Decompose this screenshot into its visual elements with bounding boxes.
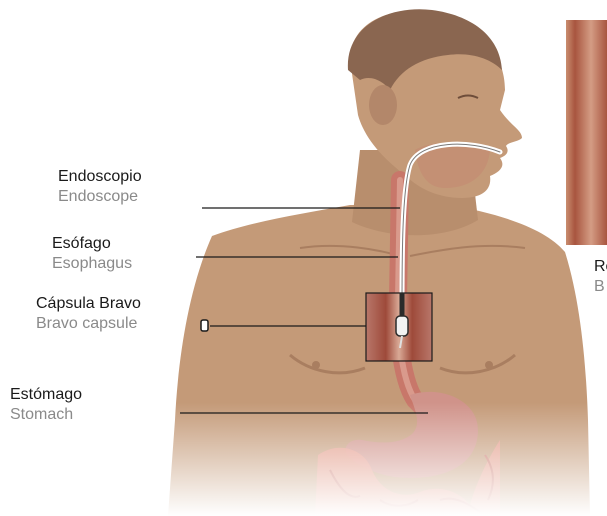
label-inset-partial: Re B xyxy=(594,258,607,297)
label-endoscope: Endoscopio Endoscope xyxy=(58,168,142,207)
label-stomach-es: Estómago xyxy=(10,386,82,404)
label-bravo-capsule: Cápsula Bravo Bravo capsule xyxy=(36,295,141,334)
label-endoscope-es: Endoscopio xyxy=(58,168,142,186)
label-esophagus-es: Esófago xyxy=(52,235,132,253)
label-stomach-en: Stomach xyxy=(10,406,82,424)
label-esophagus-en: Esophagus xyxy=(52,255,132,273)
label-bravo-capsule-en: Bravo capsule xyxy=(36,315,141,333)
capsule-glyph-icon xyxy=(201,320,208,331)
label-inset-partial-es: Re xyxy=(594,258,607,276)
label-inset-partial-en: B xyxy=(594,278,607,296)
label-esophagus: Esófago Esophagus xyxy=(52,235,132,274)
label-endoscope-en: Endoscope xyxy=(58,188,142,206)
label-bravo-capsule-es: Cápsula Bravo xyxy=(36,295,141,313)
label-stomach: Estómago Stomach xyxy=(10,386,82,425)
